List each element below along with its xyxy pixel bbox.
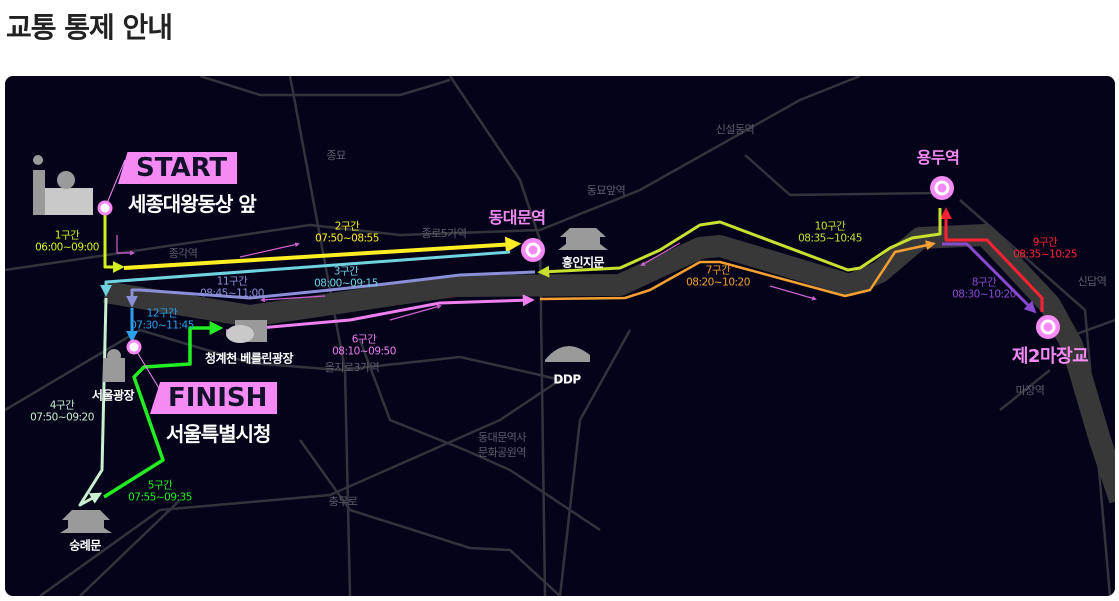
section-6-route — [225, 294, 535, 333]
berlin-plaza-bear-icon — [226, 320, 267, 343]
start-marker — [97, 200, 113, 216]
landmark-sungnyemun: 숭례문 — [69, 538, 101, 553]
start-pointer — [104, 159, 126, 209]
station-label: 종각역 — [168, 246, 198, 260]
finish-badge: FINISH — [150, 382, 278, 414]
station-label: 동대문역사 — [477, 430, 527, 444]
ddp-icon — [545, 346, 590, 362]
page-title: 교통 통제 안내 — [6, 11, 173, 44]
landmark-seoul-plaza: 서울광장 — [91, 388, 135, 403]
section-7-route — [539, 240, 936, 301]
station-label: 신답역 — [1077, 274, 1107, 288]
landmark-heunginjimun: 흥인지문 — [561, 255, 605, 270]
section-2-route — [123, 236, 522, 270]
section-3-route — [100, 250, 511, 297]
section-9-route — [940, 207, 1044, 312]
landmark-berlin-plaza: 청계천 베를린광장 — [205, 351, 294, 366]
turnaround-icon — [521, 176, 1060, 339]
section-5-route — [103, 321, 224, 499]
section-1-route — [103, 215, 125, 273]
king-sejong-statue-icon — [33, 155, 93, 215]
turnpoint-yongdu: 용두역 — [916, 148, 960, 168]
sungnyemun-icon — [60, 510, 112, 533]
finish-place: 서울특별시청 — [166, 422, 271, 446]
start-place: 세종대왕동상 앞 — [128, 192, 257, 216]
turnpoint-dongdaemun: 동대문역 — [488, 208, 546, 228]
station-label: 문화공원역 — [477, 445, 527, 459]
station-label: 동묘앞역 — [586, 183, 626, 197]
section-11-route — [126, 270, 536, 308]
turnpoint-majang: 제2마장교 — [1011, 346, 1089, 368]
direction-arrows — [116, 235, 817, 321]
section-8-route — [942, 242, 1037, 314]
station-label: 충무로 — [328, 494, 358, 508]
start-badge: START — [118, 152, 238, 184]
station-label: 종로5가역 — [421, 226, 467, 240]
landmark-ddp: DDP — [553, 372, 581, 387]
heunginjimun-icon — [558, 228, 608, 250]
station-label: 신설동역 — [715, 122, 755, 136]
section-4-route — [78, 297, 108, 507]
course-band — [103, 224, 1115, 504]
seoul-plaza-icon — [103, 349, 125, 382]
finish-pointer — [133, 346, 161, 391]
section-10-route — [537, 208, 942, 278]
city-roads — [5, 76, 1115, 596]
station-label: 종묘 — [326, 148, 346, 162]
station-label: 마장역 — [1015, 383, 1045, 397]
station-label: 을지로3가역 — [324, 360, 380, 374]
finish-marker — [126, 339, 142, 355]
